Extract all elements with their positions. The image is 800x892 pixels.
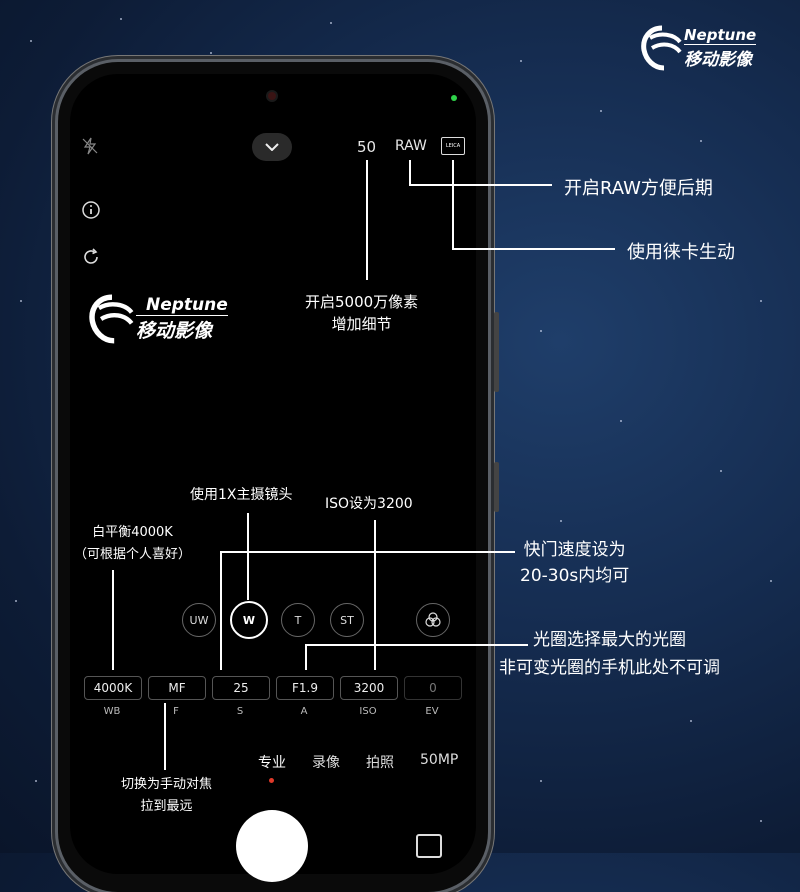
iso-label: ISO: [359, 706, 377, 717]
watermark-name-zh: 移动影像: [136, 315, 228, 343]
annotation-aperture-line1: 光圈选择最大的光圈: [533, 630, 686, 650]
gallery-thumbnail[interactable]: [416, 834, 442, 858]
annotation-aperture-line2: 非可变光圈的手机此处不可调: [499, 658, 720, 678]
annotation-focus-line1: 切换为手动对焦: [121, 777, 213, 792]
lens-w-button[interactable]: W: [230, 601, 268, 639]
annotation-shutter-line2: 20-30s内均可: [520, 566, 630, 586]
iso-value[interactable]: 3200: [340, 676, 398, 700]
wb-value[interactable]: 4000K: [84, 676, 142, 700]
active-mode-indicator: [269, 778, 274, 783]
brand-name-en: Neptune: [684, 26, 757, 44]
annotation-wb-line1: 白平衡4000K: [92, 525, 173, 540]
expand-controls-button[interactable]: [252, 133, 292, 161]
brand-swirl-icon: [641, 25, 682, 71]
lens-uw-button[interactable]: UW: [182, 603, 216, 637]
annotation-shutter: 快门速度设为 20-30s内均可: [520, 537, 629, 589]
mode-video[interactable]: 录像: [312, 755, 340, 771]
annotation-resolution-line1: 开启5000万像素: [305, 293, 419, 311]
ev-label: EV: [425, 706, 439, 717]
ev-value[interactable]: 0: [404, 676, 462, 700]
annotation-focus: 切换为手动对焦 拉到最远: [121, 774, 212, 818]
brand-watermark: Neptune 移动影像: [88, 290, 228, 348]
info-icon[interactable]: [82, 201, 100, 223]
shutter-value[interactable]: 25: [212, 676, 270, 700]
annotation-aperture: 光圈选择最大的光圈 非可变光圈的手机此处不可调: [499, 626, 720, 682]
annotation-wb: 白平衡4000K （可根据个人喜好）: [74, 522, 191, 566]
annotation-wb-line2: （可根据个人喜好）: [74, 547, 192, 562]
mode-photo[interactable]: 拍照: [366, 755, 394, 771]
focus-value[interactable]: MF: [148, 676, 206, 700]
annotation-leica: 使用徕卡生动: [627, 242, 735, 263]
annotation-resolution-line2: 增加细节: [331, 315, 392, 333]
shutter-label: S: [236, 706, 244, 717]
lens-st-button[interactable]: ST: [330, 603, 364, 637]
brand-logo-top: Neptune 移动影像: [640, 24, 757, 72]
rotate-icon[interactable]: [82, 248, 100, 270]
filter-button[interactable]: [416, 603, 450, 637]
leica-vibrant-toggle[interactable]: LEICA: [441, 137, 465, 155]
shutter-button[interactable]: [236, 810, 308, 882]
leica-label: LEICA: [445, 143, 461, 149]
annotation-shutter-line1: 快门速度设为: [523, 540, 626, 560]
brand-name-zh: 移动影像: [684, 44, 757, 70]
privacy-indicator: [451, 95, 457, 101]
focus-label: F: [173, 706, 179, 717]
wb-label: WB: [103, 706, 121, 717]
chevron-down-icon: [265, 143, 279, 151]
annotation-raw: 开启RAW方便后期: [564, 178, 713, 199]
watermark-name-en: Neptune: [146, 295, 228, 315]
aperture-value[interactable]: F1.9: [276, 676, 334, 700]
aperture-label: A: [300, 706, 308, 717]
annotation-lens: 使用1X主摄镜头: [190, 487, 293, 503]
annotation-lines: [112, 160, 376, 770]
filter-circles-icon: [425, 612, 441, 627]
camera-screen: [70, 74, 476, 874]
brand-swirl-icon: [89, 294, 134, 344]
resolution-setting[interactable]: 50: [357, 138, 377, 156]
annotation-focus-line2: 拉到最远: [140, 799, 193, 814]
lens-t-button[interactable]: T: [281, 603, 315, 637]
raw-toggle[interactable]: RAW: [395, 138, 427, 154]
flash-off-icon[interactable]: [82, 137, 98, 159]
mode-pro[interactable]: 专业: [258, 755, 286, 771]
front-camera: [268, 92, 276, 100]
mode-50mp[interactable]: 50MP: [420, 752, 459, 768]
annotation-iso: ISO设为3200: [325, 496, 413, 512]
annotation-resolution: 开启5000万像素 增加细节: [305, 291, 418, 335]
